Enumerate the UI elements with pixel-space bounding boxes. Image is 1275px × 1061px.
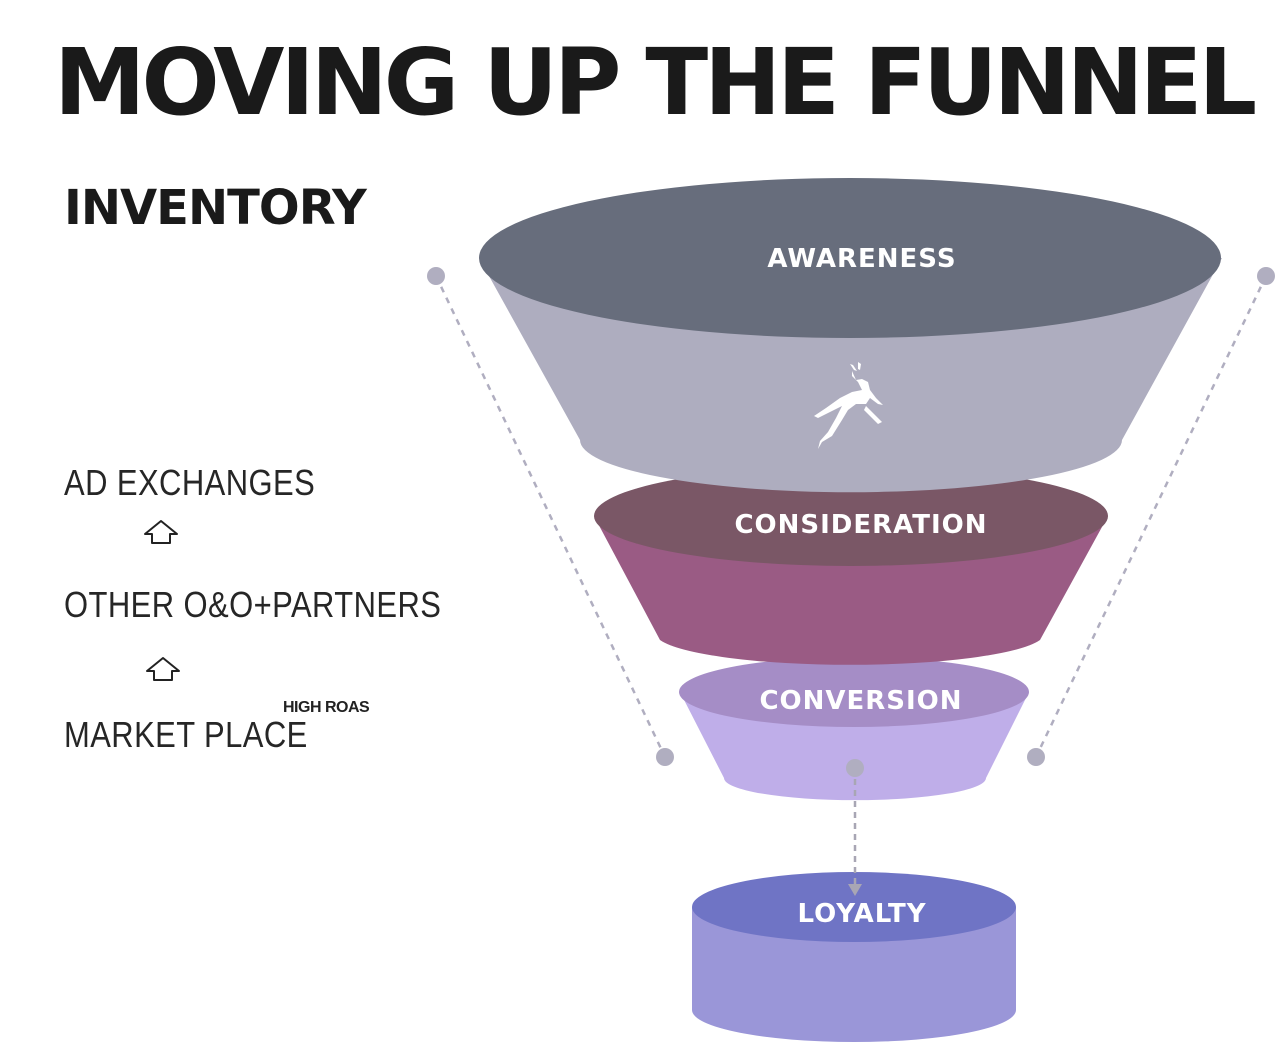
- inventory-item-ad-exchanges: AD EXCHANGES: [64, 462, 316, 503]
- right-guide-dot-top: [1257, 267, 1275, 285]
- leaping-deer-icon: [814, 362, 883, 449]
- left-guide-dot-bottom: [656, 748, 674, 766]
- left-guide-line: [434, 275, 667, 758]
- high-roas-note: HIGH ROAS: [283, 699, 370, 716]
- funnel-stage-conversion: CONVERSION: [679, 657, 1029, 801]
- left-guide-dot-top: [427, 267, 445, 285]
- up-arrow-icon: [146, 657, 180, 681]
- stage-label-consideration: CONSIDERATION: [734, 510, 987, 540]
- funnel-stage-loyalty: LOYALTY: [692, 872, 1016, 1042]
- funnel-stage-consideration: CONSIDERATION: [594, 466, 1108, 665]
- stage-label-awareness: AWARENESS: [767, 244, 956, 274]
- stage-label-loyalty: LOYALTY: [797, 899, 926, 929]
- funnel-guide-lines: [427, 267, 1275, 766]
- right-guide-dot-bottom: [1027, 748, 1045, 766]
- right-guide-line: [1034, 275, 1268, 758]
- page-title: MOVING UP THE FUNNEL: [54, 29, 1257, 136]
- funnel-stage-awareness: AWARENESS: [479, 178, 1222, 493]
- inventory-item-market-place: MARKET PLACE: [64, 714, 308, 755]
- stage-label-conversion: CONVERSION: [759, 686, 962, 716]
- conversion-loyalty-connector: [846, 759, 864, 896]
- inventory-heading: INVENTORY: [64, 180, 367, 236]
- up-arrow-icon: [144, 520, 178, 544]
- inventory-item-other-oo-partners: OTHER O&O+PARTNERS: [64, 584, 442, 625]
